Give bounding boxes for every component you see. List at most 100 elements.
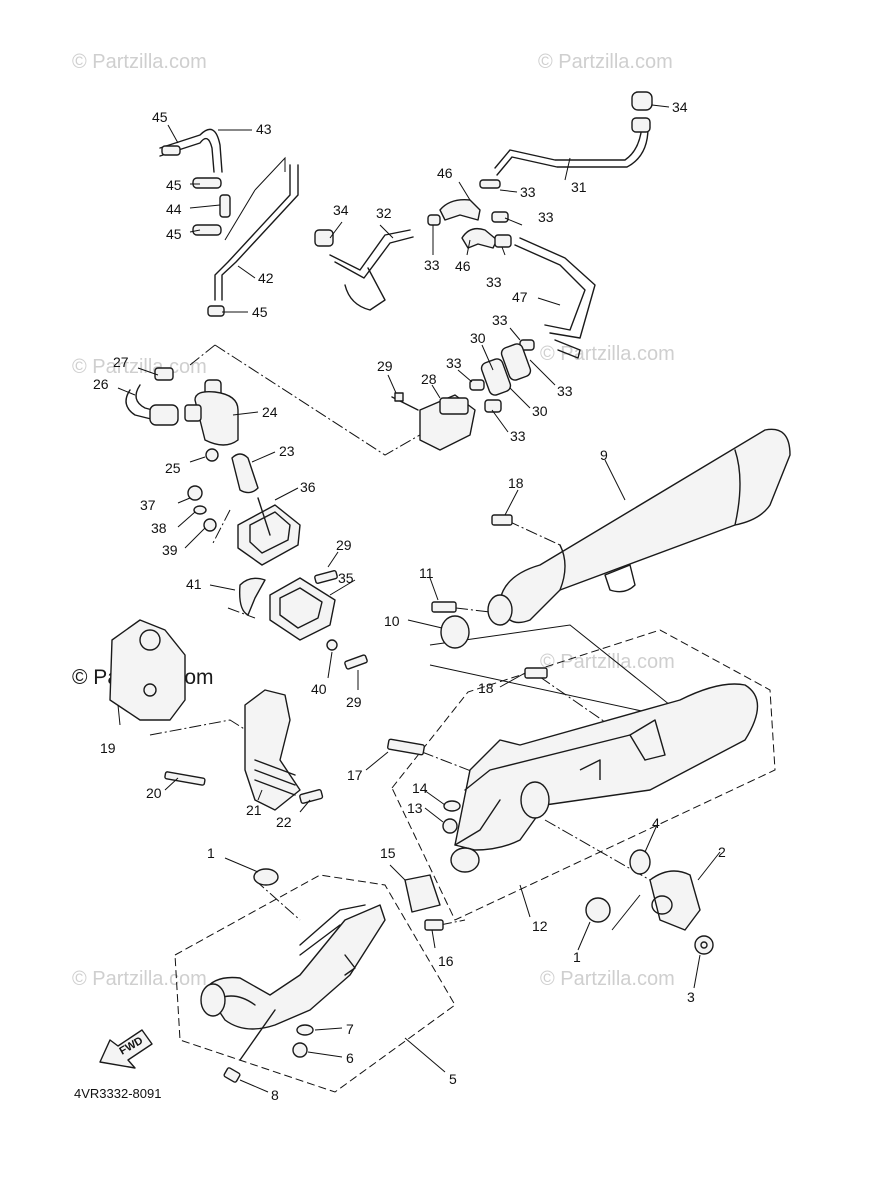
callout-18: 18: [478, 680, 494, 696]
callout-15: 15: [380, 845, 396, 861]
callout-9: 9: [600, 447, 608, 463]
hose-23: [231, 453, 259, 494]
washer-40: [326, 639, 338, 651]
hose-46: [439, 199, 481, 221]
callout-32: 32: [376, 205, 392, 221]
flange-2: [649, 870, 701, 931]
watermark: © Partzilla.com: [72, 968, 207, 990]
callout-29: 29: [336, 537, 352, 553]
callout-45: 45: [166, 226, 182, 242]
callout-45: 45: [252, 304, 268, 320]
callout-31: 31: [571, 179, 587, 195]
manifold-21: [244, 689, 301, 811]
callout-33: 33: [557, 383, 573, 399]
callout-1: 1: [207, 845, 215, 861]
clamp-33: [491, 211, 509, 223]
callout-6: 6: [346, 1050, 354, 1066]
nut-37: [187, 485, 203, 501]
bolt-17: [387, 738, 425, 756]
washer-39: [203, 518, 217, 532]
joint-44: [219, 194, 231, 218]
callout-2: 2: [718, 844, 726, 860]
callout-13: 13: [407, 800, 423, 816]
clamp-45: [161, 145, 181, 156]
callout-22: 22: [276, 814, 292, 830]
clamp-33: [427, 214, 441, 226]
callout-23: 23: [279, 443, 295, 459]
exhaust-pipe-5: [204, 904, 386, 1030]
callout-3: 3: [687, 989, 695, 1005]
callout-33: 33: [510, 428, 526, 444]
callout-33: 33: [492, 312, 508, 328]
sleeve-15: [404, 874, 441, 913]
callout-35: 35: [338, 570, 354, 586]
callout-25: 25: [165, 460, 181, 476]
air-pipe-group: [314, 91, 653, 413]
callout-38: 38: [151, 520, 167, 536]
fwd-arrow: FWD: [99, 1029, 153, 1069]
callout-33: 33: [538, 209, 554, 225]
clamp-33: [484, 399, 502, 413]
callout-labels: 45 43 45 44 45 42 45 27 26 24 23 25 37 3…: [93, 99, 726, 1103]
callout-33: 33: [520, 184, 536, 200]
callout-28: 28: [421, 371, 437, 387]
callout-16: 16: [438, 953, 454, 969]
watermark: © Partzilla.com: [72, 51, 207, 73]
bolt-11: [431, 601, 457, 613]
callout-34: 34: [333, 202, 349, 218]
callout-10: 10: [384, 613, 400, 629]
callout-40: 40: [311, 681, 327, 697]
bolt-18: [491, 514, 513, 526]
callout-12: 12: [532, 918, 548, 934]
callout-46: 46: [437, 165, 453, 181]
air-cut-valve-24: [194, 390, 239, 446]
cap-34: [631, 91, 653, 111]
clamp-45: [207, 305, 225, 317]
callout-42: 42: [258, 270, 274, 286]
nut-13: [442, 818, 458, 834]
callout-44: 44: [166, 201, 182, 217]
clamp-45: [192, 224, 222, 236]
exhaust-pipe-group: [200, 904, 386, 1083]
callout-21: 21: [246, 802, 262, 818]
hose-30: [500, 343, 532, 381]
clamp-27: [154, 367, 174, 381]
gasket-1: [585, 897, 611, 923]
diagram-code: 4VR3332-8091: [74, 1086, 161, 1101]
cylinder-head-19: [109, 619, 186, 721]
callout-47: 47: [512, 289, 528, 305]
callout-27: 27: [113, 354, 129, 370]
nut-3: [694, 935, 714, 955]
callout-41: 41: [186, 576, 202, 592]
callout-36: 36: [300, 479, 316, 495]
pipe-31: [494, 124, 643, 169]
callout-30: 30: [470, 330, 486, 346]
watermark: © Partzilla.com: [540, 343, 675, 365]
muffler-9: [499, 428, 791, 624]
watermark: © Partzilla.com: [540, 968, 675, 990]
bolt-22: [299, 789, 324, 804]
watermark: © Partzilla.com: [72, 356, 207, 378]
callout-33: 33: [446, 355, 462, 371]
upper-hose-group: [159, 128, 299, 317]
hose-26: [125, 389, 156, 421]
pipe-47: [514, 244, 586, 331]
callout-29: 29: [377, 358, 393, 374]
callout-20: 20: [146, 785, 162, 801]
pipe-32: [329, 229, 411, 271]
callout-29: 29: [346, 694, 362, 710]
callout-37: 37: [140, 497, 156, 513]
gasket-10: [440, 615, 470, 649]
cap-25: [205, 448, 219, 462]
callout-46: 46: [455, 258, 471, 274]
cover-35: [269, 577, 336, 641]
callout-4: 4: [652, 815, 660, 831]
muffler-group: [253, 428, 791, 931]
callout-33: 33: [424, 257, 440, 273]
screw-29: [344, 654, 368, 670]
gasket-4: [629, 849, 651, 875]
callout-5: 5: [449, 1071, 457, 1087]
callout-30: 30: [532, 403, 548, 419]
callout-8: 8: [271, 1087, 279, 1103]
